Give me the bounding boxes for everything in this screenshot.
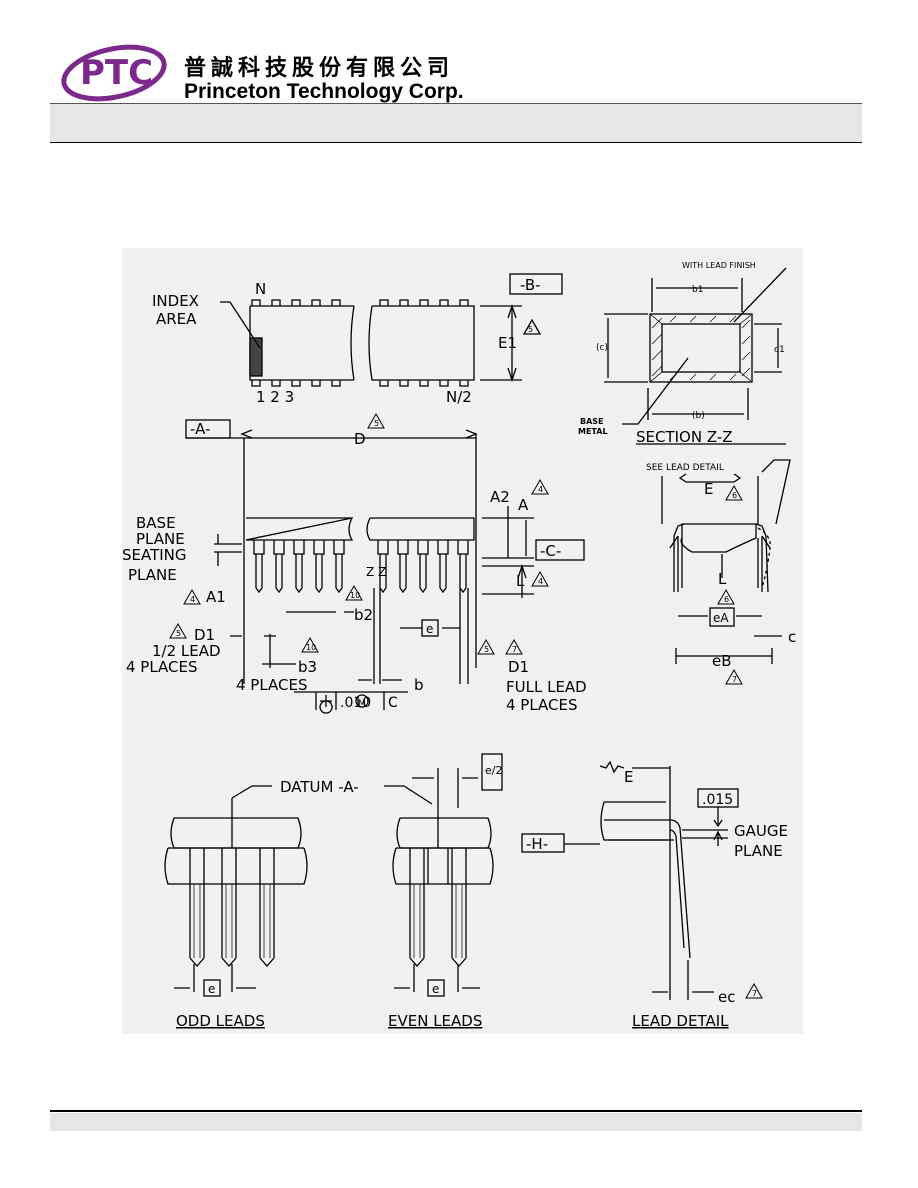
note7-d1-right: 7 — [512, 645, 517, 654]
half-lead-label: 1/2 LEAD — [152, 642, 221, 660]
datum-a-label: -A- — [190, 420, 210, 438]
top-pins — [251, 299, 469, 306]
tolerance-value: .010 — [340, 695, 371, 711]
seating-plane-label-2: PLANE — [128, 566, 177, 584]
figure-labels: INDEX AREA N 1 2 3 N/2 -B- E1 5 WITH LEA… — [122, 261, 796, 1030]
pin-n2-label: N/2 — [446, 388, 472, 406]
ptc-logo: PTC — [61, 44, 167, 102]
pins-123-label: 1 2 3 — [256, 388, 294, 406]
odd-pitch-e-label: e — [208, 982, 215, 996]
note5-d1-right: 5 — [484, 645, 489, 654]
pitch-e-label: e — [426, 622, 433, 636]
base-metal-label-2: METAL — [578, 427, 608, 436]
c-paren-label: (c) — [596, 343, 608, 353]
dim-a1-label: A1 — [206, 588, 226, 606]
d1-left-label: D1 — [194, 626, 215, 644]
four-places-label-3: 4 PLACES — [506, 696, 578, 714]
page-header: PTC 普誠科技股份有限公司 Princeton Technology Corp… — [0, 0, 918, 110]
seating-plane-label-1: SEATING — [122, 546, 187, 564]
lead-detail-view — [521, 760, 739, 1000]
footer-rule — [50, 1110, 862, 1112]
zz-label: Z Z — [366, 565, 386, 579]
dim-ea-label: eA — [713, 611, 729, 625]
note6-e: 6 — [732, 491, 737, 500]
four-places-label-1: 4 PLACES — [126, 658, 198, 676]
side-leads — [253, 540, 469, 594]
top-view — [220, 273, 563, 387]
dim-c-end-label: c — [788, 628, 796, 646]
lead-detail-title: LEAD DETAIL — [632, 1012, 729, 1030]
note5-d: 5 — [374, 419, 379, 428]
note7-eb: 7 — [732, 675, 737, 684]
gauge-value: .015 — [702, 792, 733, 808]
header-band — [50, 103, 862, 143]
section-zz — [604, 267, 787, 445]
dim-l-label: L — [516, 572, 525, 590]
note6-ea: 6 — [724, 595, 729, 604]
four-places-label-2: 4 PLACES — [236, 676, 308, 694]
gauge-plane-label-1: GAUGE — [734, 822, 788, 840]
bottom-pins — [251, 380, 469, 387]
base-plane-label-1: BASE — [136, 514, 176, 532]
dim-e-end-label: E — [704, 480, 713, 498]
dim-d-label: D — [354, 430, 366, 448]
detail-e-label: E — [624, 768, 633, 786]
end-view — [661, 459, 791, 664]
even-leads-view — [384, 753, 503, 997]
dim-b3-label: b3 — [298, 658, 317, 676]
datum-b-label: -B- — [520, 276, 541, 294]
base-plane-label-2: PLANE — [136, 530, 185, 548]
note10-b2: 10 — [350, 591, 360, 600]
note-triangles — [169, 412, 763, 999]
package-drawing-svg: INDEX AREA N 1 2 3 N/2 -B- E1 5 WITH LEA… — [122, 261, 796, 1030]
gauge-plane-label-2: PLANE — [734, 842, 783, 860]
even-leads-title: EVEN LEADS — [388, 1012, 482, 1030]
base-metal-label-1: BASE — [580, 417, 604, 426]
dim-b-label: b — [414, 676, 424, 694]
logo-text: PTC — [80, 53, 153, 93]
pin-n-label: N — [255, 280, 266, 298]
center-label: L — [718, 570, 727, 588]
note7-ec: 7 — [752, 989, 757, 998]
company-name-english: Princeton Technology Corp. — [184, 80, 464, 103]
b1-label: b1 — [692, 285, 703, 295]
note5-top: 5 — [528, 325, 533, 334]
dim-e1-label: E1 — [498, 334, 517, 352]
index-area-label-2: AREA — [156, 310, 197, 328]
note4-a1: 4 — [190, 595, 195, 604]
section-title: SECTION Z-Z — [636, 428, 733, 446]
dim-a-label: A — [518, 496, 529, 514]
ec-label: ec — [718, 988, 735, 1006]
see-lead-detail-label: SEE LEAD DETAIL — [646, 463, 724, 473]
index-area-label-1: INDEX — [152, 292, 199, 310]
odd-leads-view — [164, 785, 308, 997]
side-view — [185, 419, 585, 714]
full-lead-label: FULL LEAD — [506, 678, 587, 696]
odd-leads-title: ODD LEADS — [176, 1012, 265, 1030]
tolerance-c: C — [388, 695, 398, 711]
note4-a2: 4 — [538, 485, 543, 494]
package-drawing: INDEX AREA N 1 2 3 N/2 -B- E1 5 WITH LEA… — [122, 248, 803, 1034]
b-paren-label: (b) — [692, 411, 705, 421]
datum-a-bottom-label: DATUM -A- — [280, 778, 359, 796]
tolerance-m: M — [358, 699, 366, 709]
with-lead-finish-label: WITH LEAD FINISH — [682, 261, 756, 270]
even-pitch-e-label: e — [432, 982, 439, 996]
note5-d1-left: 5 — [176, 629, 181, 638]
company-name-chinese: 普誠科技股份有限公司 — [184, 56, 455, 81]
c1-label: c1 — [774, 345, 785, 355]
datum-h-label: -H- — [526, 835, 548, 853]
datum-c-label: -C- — [540, 542, 561, 560]
note10-b3: 10 — [306, 643, 316, 652]
note4-l: 4 — [538, 577, 543, 586]
e-over-2-label: e/2 — [485, 764, 502, 777]
dim-b2-label: b2 — [354, 606, 373, 624]
footer-band — [50, 1113, 862, 1131]
dim-eb-label: eB — [712, 652, 732, 670]
dim-a2-label: A2 — [490, 488, 510, 506]
d1-right-label: D1 — [508, 658, 529, 676]
